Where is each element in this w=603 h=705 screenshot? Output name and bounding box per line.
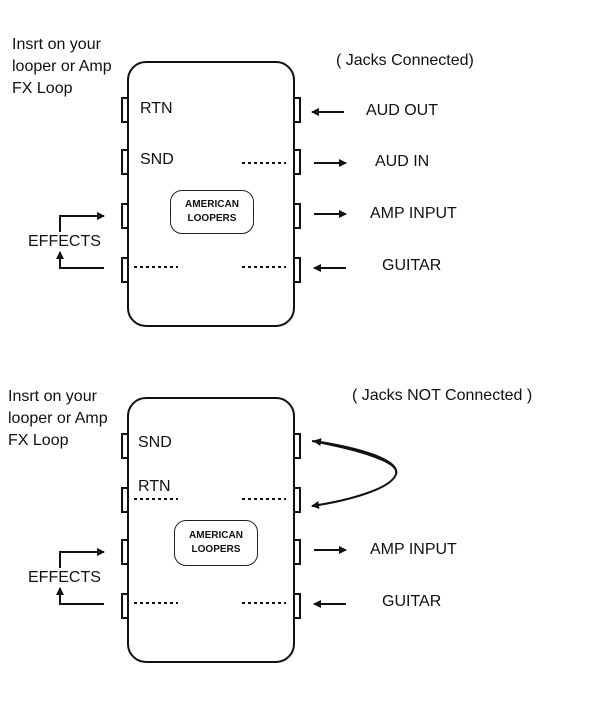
effects-send-arrow-top (59, 212, 105, 232)
top-note: Insrt on your looper or Amp FX Loop (12, 36, 112, 97)
top-effects-label: EFFECTS (28, 233, 101, 250)
jack-amp-input-bottom (293, 539, 301, 565)
jack-guitar-bottom (293, 593, 301, 619)
bottom-jack-label-snd: SND (138, 434, 172, 451)
top-logo-line2: LOOPERS (187, 213, 237, 224)
jack-snd-top (121, 149, 129, 175)
bottom-logo-line1: AMERICAN (189, 530, 243, 541)
top-logo-line1: AMERICAN (185, 199, 239, 210)
top-jack-label-rtn: RTN (140, 100, 173, 117)
jack-snd-bottom (121, 433, 129, 459)
pedal-body-bottom (127, 397, 295, 663)
jack-fx-send-top (121, 203, 129, 229)
jack-aud-in-top (293, 149, 301, 175)
jack-rtn-bottom (121, 487, 129, 513)
top-logo-badge: AMERICAN LOOPERS (170, 190, 254, 234)
effects-send-arrow-bottom (59, 548, 105, 568)
top-label-guitar: GUITAR (382, 257, 442, 274)
jack-fx-send-bottom (121, 539, 129, 565)
bottom-effects-label: EFFECTS (28, 569, 101, 586)
jack-fx-return-bottom (121, 593, 129, 619)
loop-curve-arrow-bottom (311, 440, 398, 509)
top-jack-label-snd: SND (140, 151, 174, 168)
bottom-jack-label-rtn: RTN (138, 478, 171, 495)
jack-rtn-top (121, 97, 129, 123)
jack-right-2-bottom (293, 487, 301, 513)
effects-return-arrow-top (56, 251, 104, 269)
jack-fx-return-top (121, 257, 129, 283)
top-label-aud-out: AUD OUT (366, 102, 438, 119)
bottom-label-amp-input: AMP INPUT (370, 541, 457, 558)
bottom-logo-badge: AMERICAN LOOPERS (174, 520, 258, 566)
effects-return-arrow-bottom (56, 587, 104, 605)
jack-aud-out-top (293, 97, 301, 123)
bottom-status: ( Jacks NOT Connected ) (352, 387, 533, 404)
bottom-logo-line2: LOOPERS (191, 544, 241, 555)
loop-curve-start-bottom (313, 438, 398, 475)
top-status: ( Jacks Connected) (336, 52, 474, 69)
bottom-note: Insrt on your looper or Amp FX Loop (8, 388, 108, 449)
pedal-body-top (127, 61, 295, 327)
jack-right-1-bottom (293, 433, 301, 459)
jack-guitar-top (293, 257, 301, 283)
top-label-aud-in: AUD IN (375, 153, 430, 170)
top-label-amp-input: AMP INPUT (370, 205, 457, 222)
jack-amp-input-top (293, 203, 301, 229)
bottom-label-guitar: GUITAR (382, 593, 442, 610)
